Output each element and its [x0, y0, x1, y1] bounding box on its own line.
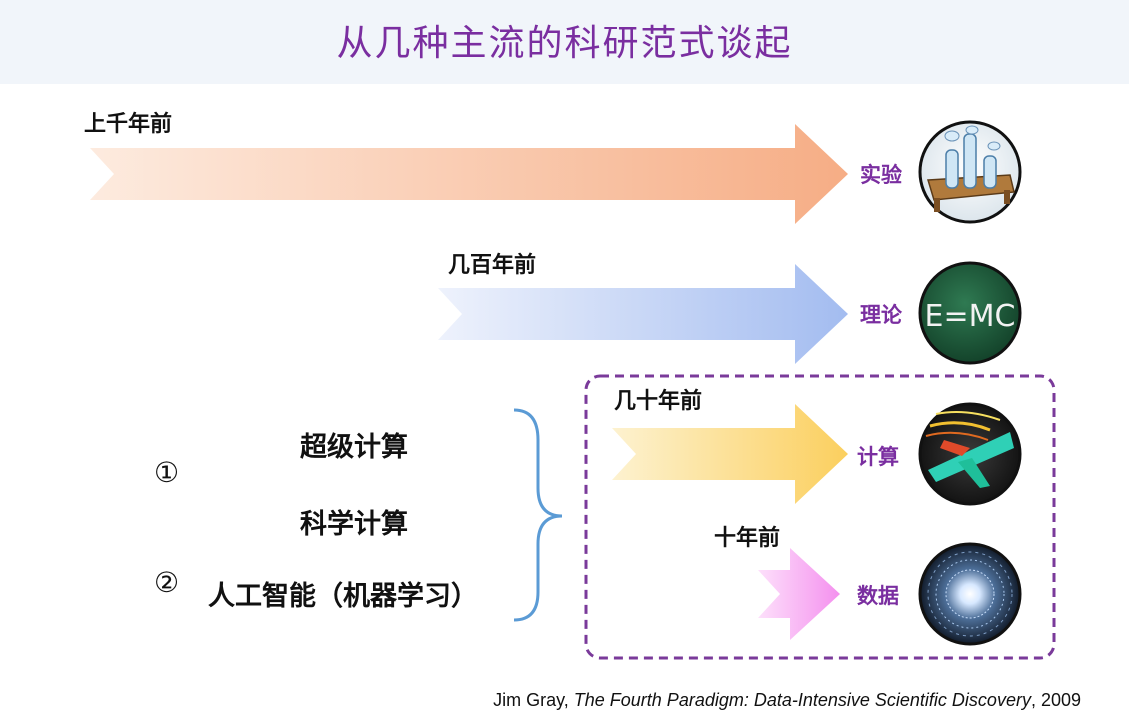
arrow-theory: [438, 264, 848, 364]
arrow-data: [758, 548, 840, 640]
aircraft-simulation-icon: [918, 402, 1022, 506]
paradigm-data: 数据: [857, 584, 899, 608]
item-ai-ml: 人工智能（机器学习）: [208, 581, 478, 612]
paradigm-computing: 计算: [857, 445, 899, 469]
title-bar: [0, 0, 1129, 84]
item-supercomputing: 超级计算: [300, 432, 408, 463]
data-tunnel-icon: [918, 542, 1022, 646]
marker-one: ①: [154, 456, 180, 489]
brace: [513, 408, 563, 622]
chalkboard-icon: E=MC: [918, 261, 1022, 365]
era-time-computing: 几十年前: [614, 389, 703, 414]
citation-year: , 2009: [1030, 690, 1081, 710]
era-time-experiment: 上千年前: [84, 112, 173, 137]
citation-author: Jim Gray,: [493, 690, 574, 710]
page-title: 从几种主流的科研范式谈起: [336, 23, 793, 64]
citation: Jim Gray, The Fourth Paradigm: Data-Inte…: [493, 690, 1081, 711]
era-time-data: 十年前: [714, 526, 781, 551]
paradigm-theory: 理论: [860, 303, 902, 327]
citation-work: The Fourth Paradigm: Data-Intensive Scie…: [573, 690, 1031, 710]
test-tubes-icon: [918, 120, 1022, 224]
marker-two: ②: [154, 566, 180, 599]
arrow-computing: [612, 404, 848, 504]
arrow-experiment: [90, 124, 848, 224]
dashed-box: [584, 374, 1056, 660]
item-scientific-computing: 科学计算: [300, 509, 408, 540]
era-time-theory: 几百年前: [448, 253, 537, 278]
board-text: E=MC: [925, 299, 1016, 334]
paradigm-experiment: 实验: [860, 163, 902, 187]
